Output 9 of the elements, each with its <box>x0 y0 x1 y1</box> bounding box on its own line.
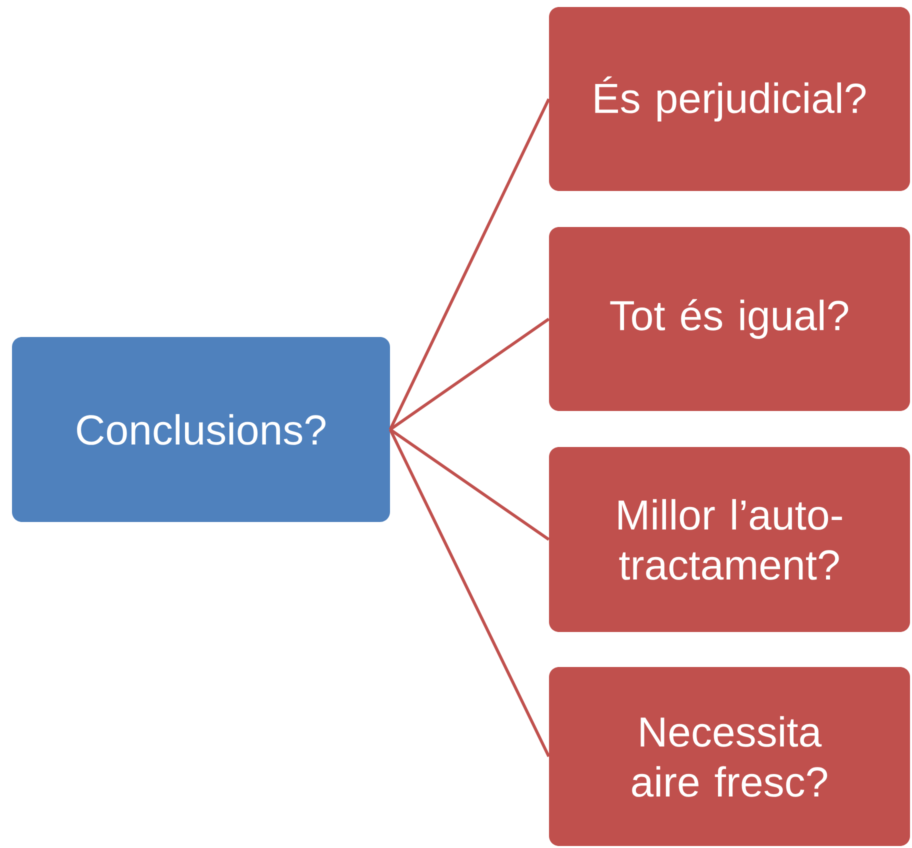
topic-box: Conclusions? <box>12 337 390 522</box>
question-box: Millor l’auto-tractament? <box>549 447 910 632</box>
question-box: És perjudicial? <box>549 6 910 191</box>
connector-line <box>389 428 550 541</box>
connector-line <box>388 428 550 758</box>
question-box: Tot és igual? <box>549 227 910 411</box>
connector-line <box>388 98 550 430</box>
connector-line <box>389 318 550 431</box>
question-box: Necessita aire fresc? <box>549 667 910 846</box>
